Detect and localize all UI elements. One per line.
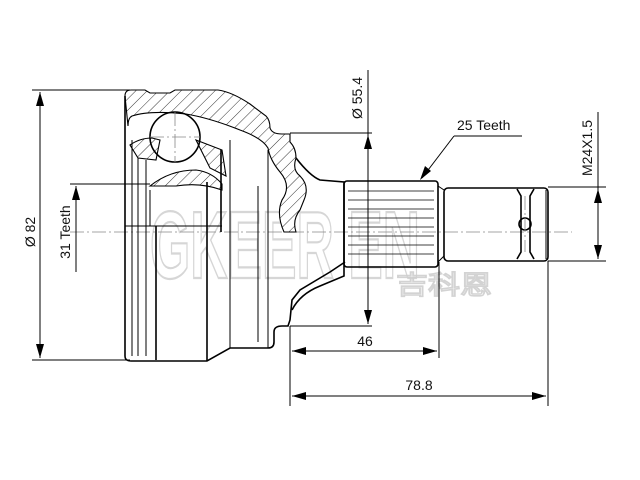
arrow-right-icon: [423, 347, 437, 355]
splined-shaft: [343, 180, 549, 268]
shoulder-diameter-label: Ø 55.4: [349, 77, 365, 119]
arrow-right-icon: [532, 392, 546, 400]
watermark: GKEER EN 吉科恩: [149, 191, 493, 302]
inner-race-right: [194, 138, 227, 177]
outer-spline-label: 25 Teeth: [457, 117, 510, 133]
threaded-end: [443, 187, 549, 262]
arrow-down-icon: [364, 310, 372, 324]
dimension-spline-length: 46: [289, 262, 440, 406]
spline-body: [343, 180, 439, 268]
watermark-chinese: 吉科恩: [396, 271, 492, 301]
dimension-outer-diameter: Ø 82: [22, 89, 130, 361]
arrow-up-icon: [364, 135, 372, 149]
overall-length-label: 78.8: [405, 377, 432, 393]
dimension-overall-length: 78.8: [292, 261, 549, 406]
inner-spline-label: 31 Teeth: [57, 205, 73, 258]
arrow-left-icon: [292, 392, 306, 400]
bell-housing: [124, 89, 346, 362]
dimension-shoulder-diameter: Ø 55.4: [290, 70, 372, 327]
thread-label: M24X1.5: [579, 120, 595, 176]
arrow-up-icon: [72, 186, 80, 200]
dimension-outer-spline: 25 Teeth: [420, 117, 522, 180]
inner-race-upper: [148, 169, 223, 191]
spline-length-label: 46: [357, 333, 373, 349]
cage-upper: [129, 137, 161, 161]
arrow-up-icon: [594, 189, 602, 203]
arrow-up-icon: [36, 92, 44, 106]
pin-slot-left: [516, 188, 522, 260]
arrow-left-icon: [292, 347, 306, 355]
undercut: [437, 185, 445, 263]
outer-diameter-label: Ø 82: [22, 217, 38, 248]
dimension-thread: M24X1.5: [548, 112, 606, 262]
housing-upper-section: [124, 89, 307, 233]
arrow-down-icon: [594, 245, 602, 259]
pin-slot-right: [529, 188, 535, 260]
dimension-inner-spline: 31 Teeth: [57, 183, 150, 272]
arrow-down-icon: [36, 344, 44, 358]
arrow-icon: [420, 166, 431, 180]
